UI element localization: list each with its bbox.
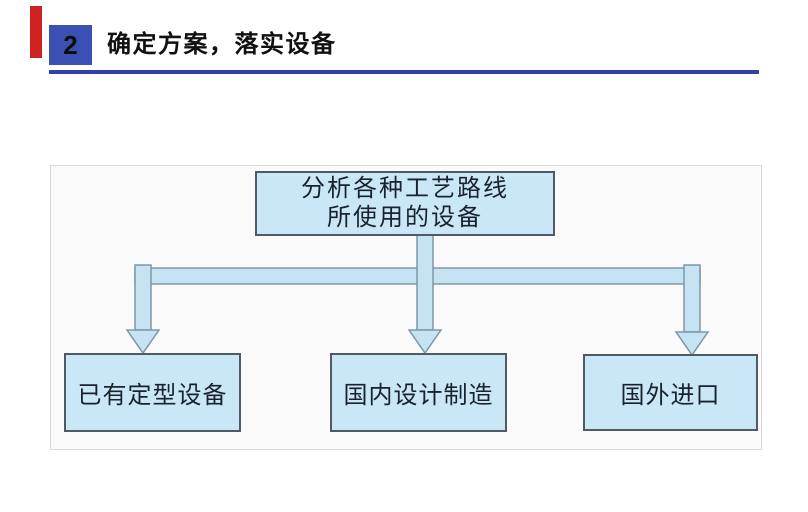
connector-branch-left: [134, 264, 152, 331]
arrowhead-left-icon: [125, 329, 161, 355]
arrowhead-right-icon: [674, 331, 710, 357]
header-underline: [49, 70, 759, 74]
flow-box-label: 国内设计制造: [343, 383, 494, 409]
section-number: 2: [63, 29, 78, 60]
root-box-line1: 分析各种工艺路线: [301, 175, 509, 202]
flow-box-domestic-design: 国内设计制造: [330, 353, 507, 432]
arrowhead-center-icon: [407, 329, 443, 355]
page-title: 确定方案，落实设备: [107, 31, 337, 58]
slide-red-accent-bar: [30, 6, 42, 58]
connector-trunk: [416, 234, 434, 331]
flow-connectors: [125, 234, 710, 357]
connector-branch-right: [683, 264, 701, 333]
flow-box-foreign-import: 国外进口: [583, 354, 758, 431]
flow-box-existing-equipment: 已有定型设备: [64, 353, 241, 432]
flow-box-label: 已有定型设备: [77, 383, 228, 409]
flow-box-root: 分析各种工艺路线 所使用的设备: [255, 171, 555, 236]
flow-box-label: 国外进口: [620, 383, 721, 409]
section-number-badge: 2: [49, 25, 92, 65]
root-box-line2: 所使用的设备: [327, 204, 483, 231]
